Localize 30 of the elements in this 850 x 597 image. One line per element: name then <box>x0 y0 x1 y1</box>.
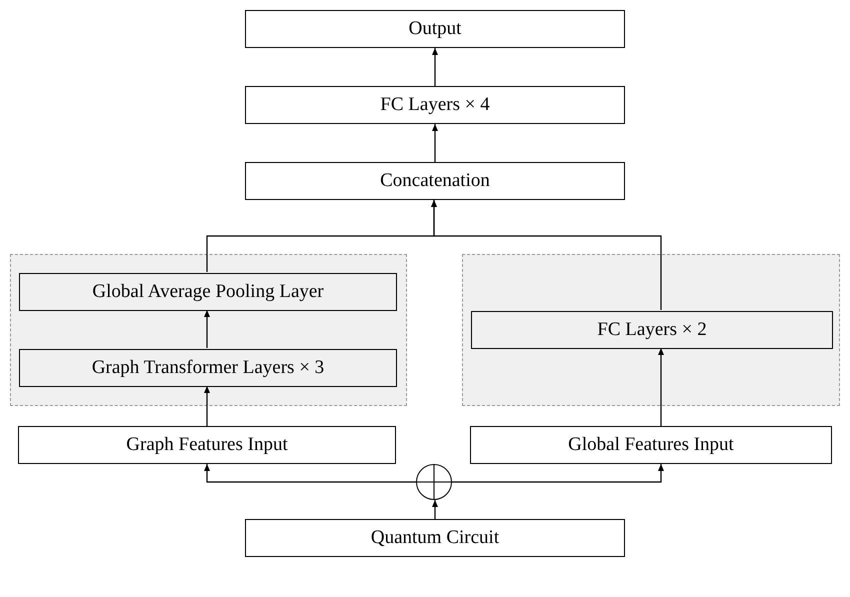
box-label: Global Average Pooling Layer <box>92 281 324 303</box>
process-box <box>245 519 625 557</box>
box-label: Graph Transformer Layers × 3 <box>92 357 324 379</box>
box-label: Quantum Circuit <box>370 527 500 549</box>
box-label: FC Layers × 4 <box>380 94 490 116</box>
process-box <box>471 311 833 349</box>
process-box <box>245 86 625 124</box>
process-box <box>18 426 396 464</box>
arrow <box>204 386 210 426</box>
arrow <box>432 500 438 519</box>
box-label: FC Layers × 2 <box>597 319 707 341</box>
box-label: Output <box>408 18 462 40</box>
process-box <box>19 349 397 387</box>
dashed-group-box <box>10 254 407 406</box>
arrow <box>204 310 210 348</box>
box-label: Concatenation <box>380 170 490 192</box>
box-label: Graph Features Input <box>126 434 288 456</box>
process-box <box>245 162 625 200</box>
arrow <box>452 464 664 483</box>
box-label: Global Features Input <box>568 434 734 456</box>
process-box <box>19 273 397 311</box>
arrow <box>431 200 662 310</box>
arrow <box>432 48 438 86</box>
arrow <box>658 348 664 426</box>
process-box <box>470 426 832 464</box>
summation-circle <box>416 464 452 500</box>
arrow <box>432 124 438 162</box>
arrow <box>204 464 416 483</box>
dashed-group-box <box>462 254 840 406</box>
process-box <box>245 10 625 48</box>
